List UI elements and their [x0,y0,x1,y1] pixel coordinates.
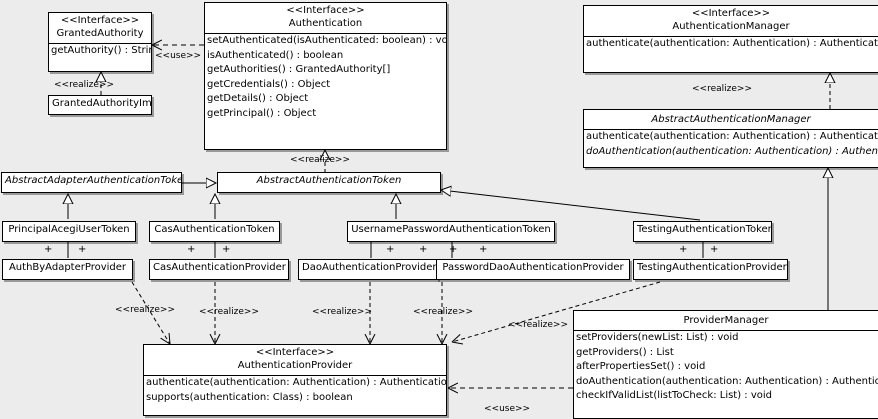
operation: authenticate(authentication: Authenticat… [146,377,446,388]
edge-label-realize-provider-3: <<realize>> [312,307,372,317]
edge-label-realize-provider-1: <<realize>> [115,305,175,315]
stereotype: <<Interface>> [286,5,365,16]
class-name: GrantedAuthorityImpl [52,98,152,109]
class-name: TestingAuthenticationToken [637,224,772,235]
class-name: PrincipalAcegiUserToken [8,224,130,235]
multiplicity-marker: + [222,244,231,255]
multiplicity-marker: + [449,244,458,255]
class-authentication-manager[interactable]: <<Interface>> AuthenticationManager auth… [583,5,878,73]
class-provider-manager[interactable]: ProviderManager setProviders(newList: Li… [573,310,878,419]
operation: authenticate(authentication: Authenticat… [586,131,878,142]
operation: getCredentials() : Object [207,78,331,90]
edge-label-realize-provider-5: <<realize>> [508,320,568,330]
operation: doAuthentication(authentication: Authent… [576,375,878,387]
operation: getDetails() : Object [207,93,309,105]
operation: authenticate(authentication: Authenticat… [586,38,878,49]
class-header: <<Interface>> AuthenticationProvider [144,345,446,375]
class-name: GrantedAuthority [56,28,144,39]
multiplicity-marker: + [78,244,87,255]
stereotype: <<Interface>> [60,15,140,26]
edge-label-use-provider-manager: <<use>> [484,404,531,414]
class-name: CasAuthenticationProvider [153,262,286,273]
class-name: AbstractAdapterAuthenticationToken [5,175,182,186]
operation: afterPropertiesSet() : void [576,361,706,373]
class-authentication-provider[interactable]: <<Interface>> AuthenticationProvider aut… [143,344,447,416]
class-auth-by-adapter-provider[interactable]: AuthByAdapterProvider [2,259,133,280]
class-cas-authentication-provider[interactable]: CasAuthenticationProvider [149,259,289,280]
multiplicity-marker: + [187,244,196,255]
class-granted-authority-impl[interactable]: GrantedAuthorityImpl [48,95,152,115]
edge-label-realize-authentication-token: <<realize>> [290,155,350,165]
class-header: <<Interface>> GrantedAuthority [49,13,151,43]
multiplicity-marker: + [386,244,395,255]
operations-compartment: authenticate(authentication: Authenticat… [144,376,446,405]
edge-label-realize-provider-2: <<realize>> [199,307,259,317]
class-name: CasAuthenticationToken [154,224,275,235]
class-name: Authentication [288,18,363,29]
class-name: PasswordDaoAuthenticationProvider [442,262,624,273]
class-header: ProviderManager [574,311,878,330]
class-header: <<Interface>> Authentication [205,3,446,33]
edge-label-realize-granted-authority: <<realize>> [54,80,114,90]
class-password-dao-authentication-provider[interactable]: PasswordDaoAuthenticationProvider [436,259,630,280]
edge-label-use-granted-authority: <<use>> [155,51,202,61]
class-name: UsernamePasswordAuthenticationToken [351,224,551,235]
multiplicity-marker: + [679,244,688,255]
multiplicity-marker: + [710,244,719,255]
class-granted-authority[interactable]: <<Interface>> GrantedAuthority getAuthor… [48,12,152,72]
operations-compartment: getAuthority() : String [49,44,151,59]
class-cas-authentication-token[interactable]: CasAuthenticationToken [149,221,280,242]
class-name: AbstractAuthenticationToken [256,175,402,186]
divider [584,36,878,37]
stereotype: <<Interface>> [255,347,335,358]
class-name: DaoAuthenticationProvider [302,262,437,273]
operation: getAuthority() : String [51,45,151,56]
operation: doAuthentication(authentication: Authent… [586,145,878,157]
edge-label-realize-auth-manager: <<realize>> [692,84,752,94]
class-name: TestingAuthenticationProvider [637,262,787,273]
class-header: <<Interface>> AuthenticationManager [584,6,878,36]
operation: getAuthorities() : GrantedAuthority[] [207,64,391,76]
edge-label-realize-provider-4: <<realize>> [413,307,473,317]
divider [574,330,878,331]
class-testing-authentication-provider[interactable]: TestingAuthenticationProvider [633,259,788,280]
class-name: AuthenticationManager [672,21,790,32]
operation: checkIfValidList(listToCheck: List) : vo… [576,390,773,402]
stereotype: <<Interface>> [691,8,771,19]
class-authentication[interactable]: <<Interface>> Authentication setAuthenti… [204,2,447,150]
operation: setAuthenticated(isAuthenticated: boolea… [207,35,446,46]
operation: getProviders() : List [576,346,674,358]
operations-compartment: setAuthenticated(isAuthenticated: boolea… [205,34,446,122]
operations-compartment: authenticate(authentication: Authenticat… [584,130,878,159]
class-testing-authentication-token[interactable]: TestingAuthenticationToken [633,221,772,242]
class-abstract-authentication-token[interactable]: AbstractAuthenticationToken [217,172,441,193]
class-dao-authentication-provider[interactable]: DaoAuthenticationProvider [298,259,438,280]
multiplicity-marker: + [479,244,488,255]
class-principal-acegi-user-token[interactable]: PrincipalAcegiUserToken [2,221,136,242]
divider [584,129,878,130]
class-header: AbstractAuthenticationManager [584,110,878,129]
divider [144,375,446,376]
class-abstract-authentication-manager[interactable]: AbstractAuthenticationManager authentica… [583,109,878,168]
class-name: ProviderManager [683,315,769,326]
class-name: AuthByAdapterProvider [8,262,127,273]
class-name: AuthenticationProvider [237,360,353,371]
class-username-password-authentication-token[interactable]: UsernamePasswordAuthenticationToken [347,221,555,242]
operation: supports(authentication: Class) : boolea… [146,391,353,403]
divider [205,33,446,34]
divider [49,43,151,44]
class-abstract-adapter-authentication-token[interactable]: AbstractAdapterAuthenticationToken [1,172,182,193]
multiplicity-marker: + [419,244,428,255]
operation: getPrincipal() : Object [207,107,317,119]
operations-compartment: setProviders(newList: List) : void getPr… [574,331,878,404]
class-name: AbstractAuthenticationManager [651,114,811,125]
operation: isAuthenticated() : boolean [207,49,344,61]
operations-compartment: authenticate(authentication: Authenticat… [584,37,878,52]
multiplicity-marker: + [44,244,53,255]
operation: setProviders(newList: List) : void [576,332,739,343]
